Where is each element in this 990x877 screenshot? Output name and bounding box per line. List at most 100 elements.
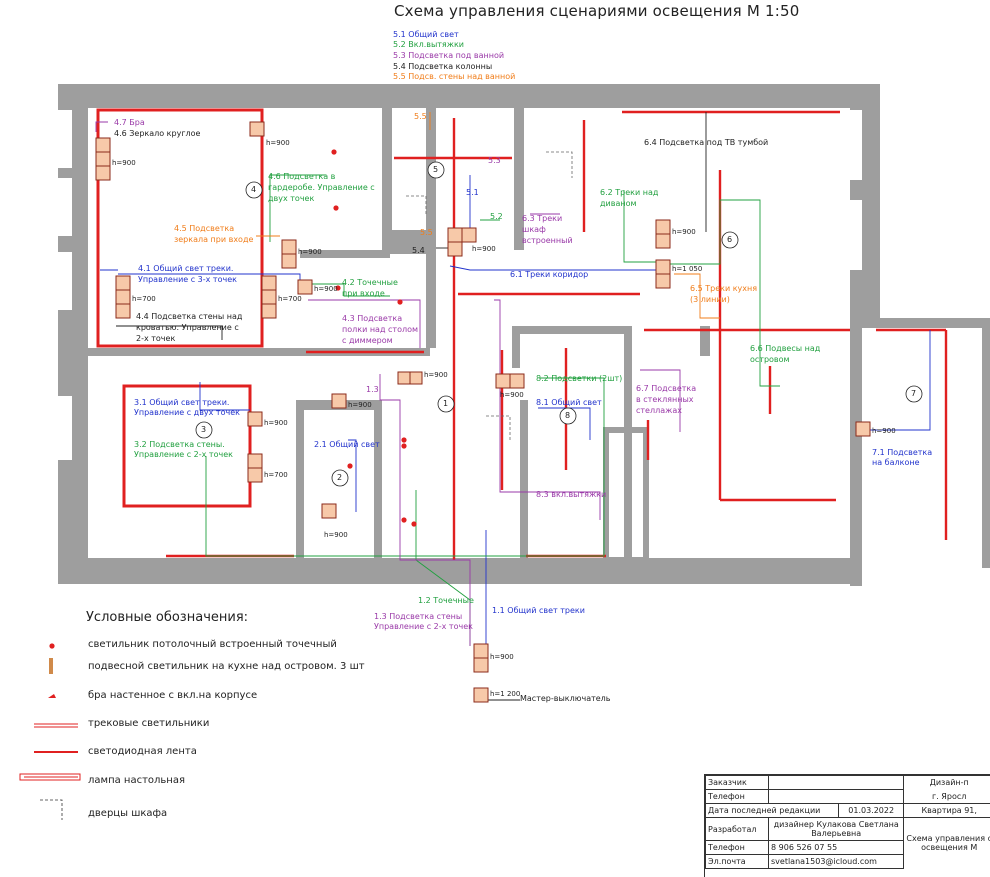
scenario-5-1: 5.1 Общий свет: [393, 30, 459, 39]
height-label: h=700: [132, 295, 156, 303]
label-6-3b: шкаф: [522, 225, 546, 234]
label-4-2a: 4.2 Точечные: [342, 278, 398, 287]
label-4-1b: Управление с 3-х точек: [138, 275, 237, 284]
label-4-3b: полки над столом: [342, 325, 419, 334]
legend-item-table-lamp: лампа настольная: [88, 775, 185, 786]
height-label: h=900: [672, 228, 696, 236]
height-label: h=700: [278, 295, 302, 303]
label-6-7b: в стеклянных: [636, 395, 694, 404]
room-number-1: 1: [443, 399, 449, 408]
label-7-1a: 7.1 Подсветка: [872, 448, 933, 457]
legend-item-sconce: бра настенное с вкл.на корпусе: [88, 690, 258, 701]
label-5-2: 5.2: [490, 212, 503, 221]
scenario-5-5: 5.5 Подсв. стены над ванной: [393, 72, 516, 80]
label-5-3: 5.3: [488, 156, 501, 165]
height-label: h=900: [500, 391, 524, 399]
label-4-3c: с диммером: [342, 336, 393, 345]
label-6-2b: диваном: [600, 199, 637, 208]
label-4-7: 4.7 Бра: [114, 118, 145, 127]
stamp-last-edit: Дата последней редакции: [705, 803, 839, 818]
label-3-1b: Управление с двух точек: [134, 408, 240, 417]
stamp-phone2-value: 8 906 526 07 55: [767, 840, 905, 855]
height-label: h=900: [112, 159, 136, 167]
room-number-4: 4: [251, 185, 257, 194]
legend-item-spot: светильник потолочный встроенный точечны…: [88, 639, 337, 650]
label-6-5a: 6.5 Треки кухня: [690, 284, 758, 293]
label-4-6: 4.6 Зеркало круглое: [114, 129, 201, 138]
label-4-5b: зеркала при входе: [174, 235, 254, 244]
room-circles: [195, 161, 923, 487]
label-4-4b: кроватью. Управление с: [136, 323, 239, 332]
label-4-6b: 4.6 Подсветка в: [268, 172, 336, 181]
scenario-5-3: 5.3 Подсветка под ванной: [393, 51, 505, 60]
height-label: h=900: [348, 401, 372, 409]
height-label: h=900: [472, 245, 496, 253]
doors: [406, 151, 573, 440]
room-number-7: 7: [911, 389, 917, 398]
stamp-city: г. Яросл: [903, 789, 990, 804]
legend-item-track: трековые светильники: [88, 718, 210, 729]
stamp-developer-name: дизайнер Кулакова Светлана Валерьевна: [767, 817, 905, 841]
height-label: h=900: [314, 285, 338, 293]
label-5-1: 5.1: [466, 188, 479, 197]
label-4-6d: двух точек: [268, 194, 315, 203]
label-6-6a: 6.6 Подвесы над: [750, 344, 821, 353]
label-8-1: 8.1 Общий свет: [536, 398, 602, 407]
label-1-2: 1.2 Точечные: [418, 596, 474, 605]
height-label: h=900: [872, 427, 896, 435]
label-4-6c: гардеробе. Управление с: [268, 183, 375, 192]
label-6-1: 6.1 Треки коридор: [510, 270, 589, 279]
height-label: h=1 050: [672, 265, 703, 273]
height-label: h=900: [266, 139, 290, 147]
room-number-5: 5: [433, 165, 439, 174]
label-6-7c: стеллажах: [636, 406, 682, 415]
height-label: h=700: [264, 471, 288, 479]
label-4-4c: 2-х точек: [136, 334, 176, 343]
label-4-1a: 4.1 Общий свет треки.: [138, 264, 234, 273]
label-1-3c: Управление с 2-х точек: [374, 622, 473, 631]
scenario-5-4: 5.4 Подсветка колонны: [393, 62, 493, 71]
height-label: h=900: [324, 531, 348, 539]
room-number-3: 3: [201, 425, 207, 434]
label-6-4: 6.4 Подсветка под ТВ тумбой: [644, 138, 769, 147]
ceiling-spot-lights: [331, 149, 417, 527]
label-3-2b: Управление с 2-х точек: [134, 450, 233, 459]
stamp-company: Дизайн-п: [903, 775, 990, 790]
height-label: h=1 200: [490, 690, 521, 698]
label-6-2a: 6.2 Треки над: [600, 188, 659, 197]
label-master-switch: Мастер-выключатель: [520, 694, 611, 703]
label-5-5b: 5.5: [420, 228, 433, 237]
legend-item-led-strip: светодиодная лента: [88, 746, 197, 757]
label-4-5a: 4.5 Подсветка: [174, 224, 235, 233]
height-label: h=900: [424, 371, 448, 379]
label-6-6b: островом: [750, 355, 790, 364]
label-8-3: 8.3 вкл.вытяжки: [536, 490, 607, 499]
legend-title: Условные обозначения:: [86, 610, 249, 625]
stamp-last-edit-date: 01.03.2022: [837, 803, 905, 818]
label-8-2: 8.2 Подсветки (2шт): [536, 374, 623, 383]
stamp-phone2: Телефон: [705, 840, 769, 855]
wires: [95, 112, 931, 701]
stamp-phone: Телефон: [705, 789, 769, 804]
switch-blocks: [95, 121, 871, 703]
label-3-2a: 3.2 Подсветка стены.: [134, 440, 225, 449]
stamp-apartment: Квартира 91,: [903, 803, 990, 818]
legend-item-cabinet-doors: дверцы шкафа: [88, 808, 168, 819]
stamp-email-value: svetlana1503@icloud.com: [767, 854, 905, 869]
label-6-7a: 6.7 Подсветка: [636, 384, 697, 393]
stamp-doc-title-1: Схема управления с: [906, 834, 990, 844]
label-4-4a: 4.4 Подсветка стены над: [136, 312, 243, 321]
room-number-2: 2: [337, 473, 343, 482]
stamp-customer: Заказчик: [705, 775, 769, 790]
height-label: h=900: [490, 653, 514, 661]
label-1-1: 1.1 Общий свет треки: [492, 606, 585, 615]
label-6-3c: встроенный: [522, 236, 573, 245]
label-5-4: 5.4: [412, 246, 425, 255]
label-5-5: 5.5: [414, 112, 427, 121]
label-7-1b: на балконе: [872, 458, 920, 467]
label-1-3: 1.3: [366, 385, 379, 394]
legend-item-pendant: подвесной светильник на кухне над остров…: [88, 661, 365, 672]
room-number-8: 8: [565, 411, 571, 420]
title-block: Заказчик Дизайн-п Телефон г. Яросл Дата …: [704, 774, 990, 877]
